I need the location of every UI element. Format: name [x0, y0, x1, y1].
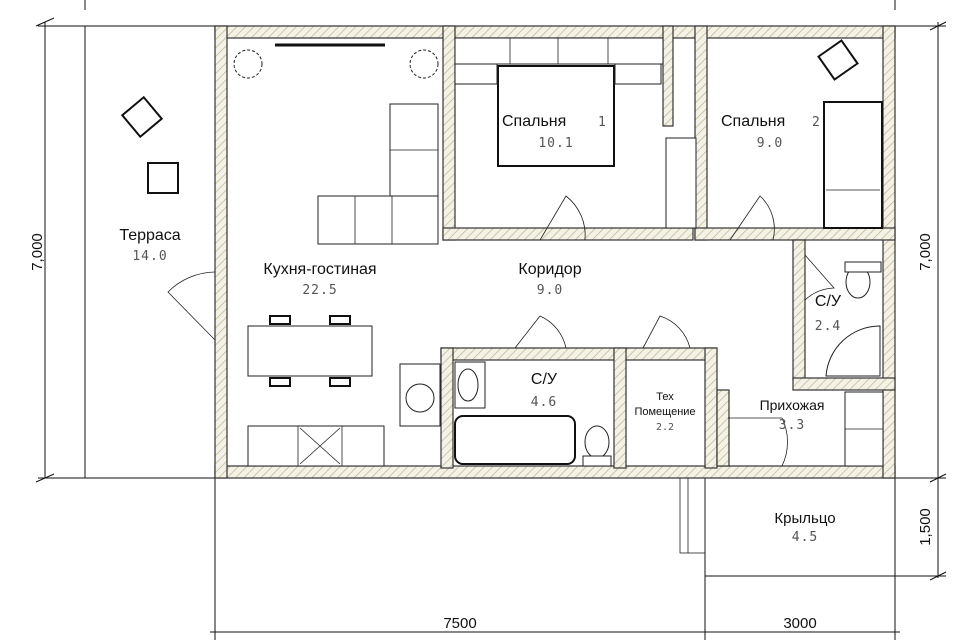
terrace-chairs: [120, 95, 179, 194]
corridor-name: Коридор: [518, 261, 581, 278]
dim-right-height: 7,000: [917, 233, 934, 271]
bathroom-fixtures: [454, 261, 882, 467]
dimension-lines: [35, 0, 947, 640]
porch-area: 4.5: [792, 530, 818, 545]
bedroom2-area: 9.0: [757, 136, 783, 151]
terrace-area: 14.0: [132, 249, 167, 264]
tech-name-line1: Тех: [656, 391, 674, 403]
dim-bottom-main: 7500: [443, 615, 476, 632]
terrace-name: Терраса: [119, 227, 180, 244]
bedroom1-name: Спальня: [502, 113, 566, 130]
dim-porch-height: 1,500: [917, 508, 934, 546]
bedroom2-name: Спальня: [721, 113, 785, 130]
tech-name-line2: Помещение: [634, 406, 695, 418]
bedroom1-area: 10.1: [538, 136, 573, 151]
wc2-area: 2.4: [815, 319, 841, 334]
dim-left-height: 7,000: [29, 233, 46, 271]
tech-area: 2.2: [656, 422, 674, 433]
interior-walls: [440, 25, 896, 469]
bedroom2-furniture: [817, 39, 883, 229]
bedroom1-num: 1: [598, 115, 607, 130]
bedroom1-furniture: [454, 37, 664, 167]
wc1-name: С/У: [531, 371, 558, 388]
kitchen-furniture: [233, 43, 441, 467]
kitchen-area: 22.5: [302, 283, 337, 298]
kitchen-name: Кухня-гостиная: [263, 261, 376, 278]
porch-outline: [679, 477, 896, 577]
dim-bottom-side: 3000: [783, 615, 816, 632]
porch-name: Крыльцо: [774, 510, 835, 527]
doors: [167, 195, 835, 467]
hall-name: Прихожая: [760, 397, 825, 413]
dimension-labels: 7,000 7,000 1,500 7500 3000: [29, 233, 934, 632]
bedroom2-num: 2: [812, 115, 821, 130]
hall-area: 3.3: [779, 418, 805, 433]
corridor-area: 9.0: [537, 283, 563, 298]
wc2-name: С/У: [815, 293, 842, 310]
exterior-walls: [214, 25, 896, 479]
closets: [665, 137, 884, 467]
wc1-area: 4.6: [531, 395, 557, 410]
room-labels: Терраса 14.0 Кухня-гостиная 22.5 Спальня…: [119, 113, 842, 545]
